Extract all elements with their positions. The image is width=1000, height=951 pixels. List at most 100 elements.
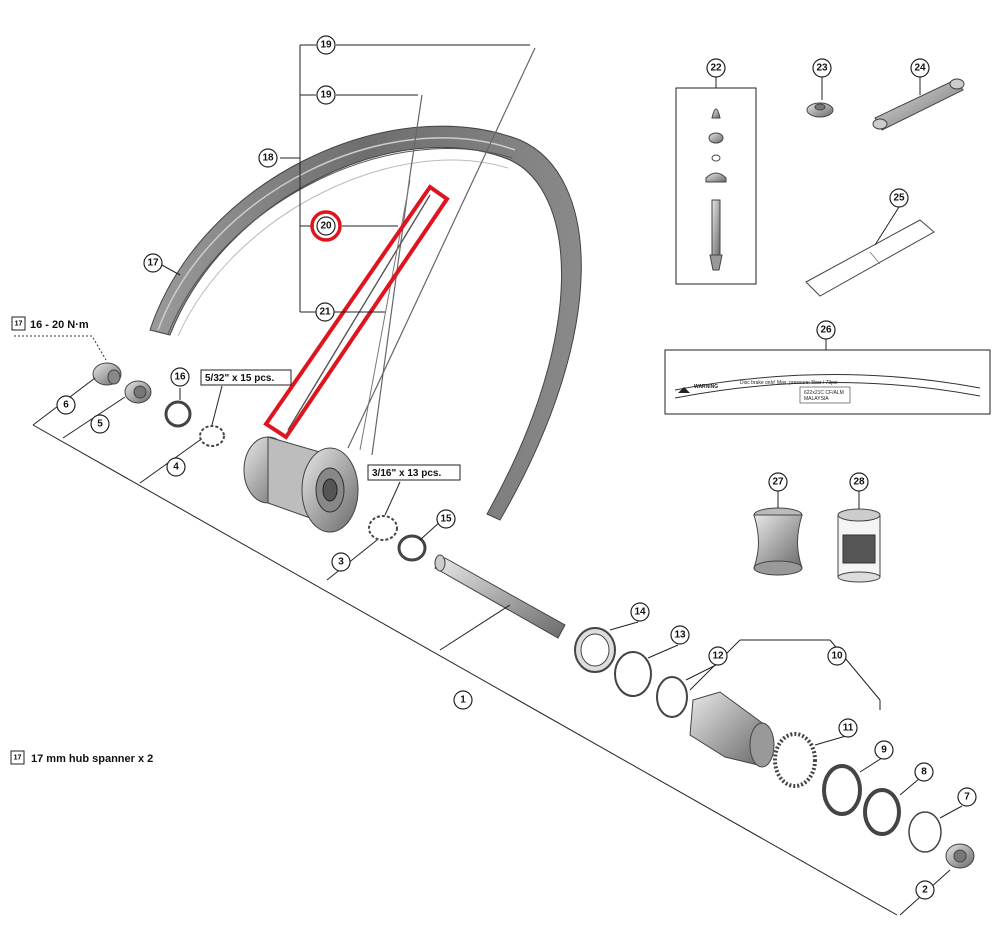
- svg-text:5/32" x 15 pcs.: 5/32" x 15 pcs.: [205, 373, 274, 384]
- tool-note: 17 17 mm hub spanner x 2: [10, 750, 153, 765]
- svg-text:9: 9: [881, 745, 887, 756]
- callout-16: 16: [170, 367, 190, 387]
- seal-15: [397, 534, 427, 562]
- callout-2: 2: [915, 880, 935, 900]
- ring-9: [822, 764, 862, 816]
- svg-text:22: 22: [710, 63, 722, 74]
- assembly-baselines: [32, 377, 951, 916]
- svg-text:3: 3: [338, 557, 344, 568]
- svg-text:26: 26: [820, 325, 832, 336]
- svg-text:14: 14: [634, 607, 646, 618]
- rim-tape-25: [805, 219, 935, 297]
- svg-text:4: 4: [173, 462, 179, 473]
- svg-text:25: 25: [893, 193, 905, 204]
- callout-14: 14: [630, 602, 650, 622]
- torque-leader: [14, 335, 107, 361]
- accessory-leaders: [715, 77, 921, 509]
- hub-shell: [243, 436, 359, 533]
- callout-25: 25: [889, 188, 909, 208]
- ball-retainer-small: [199, 425, 225, 447]
- callout-17: 17: [143, 253, 163, 273]
- torque-wrench-icon: 17: [11, 316, 26, 331]
- svg-text:7: 7: [964, 792, 970, 803]
- axle: [434, 554, 566, 639]
- callout-12: 12: [708, 646, 728, 666]
- ball-retainer-large: [368, 515, 398, 541]
- bushing-27: [753, 507, 803, 576]
- svg-text:12: 12: [712, 651, 724, 662]
- svg-text:6: 6: [63, 400, 69, 411]
- svg-text:10: 10: [831, 651, 843, 662]
- sticker-code-1: 622x21C CF/ALM: [804, 390, 844, 396]
- end-cap-2: [945, 843, 975, 869]
- callout-6: 6: [56, 395, 76, 415]
- svg-text:23: 23: [816, 63, 828, 74]
- callout-24: 24: [910, 58, 930, 78]
- cone-5: [124, 380, 152, 404]
- callout-9: 9: [874, 740, 894, 760]
- valve-nut-23: [806, 102, 834, 118]
- callout-22: 22: [706, 58, 726, 78]
- sticker-code-2: MALAYSIA: [804, 396, 829, 402]
- leader-lines: [159, 44, 963, 819]
- ring-7: [908, 811, 942, 853]
- svg-text:20: 20: [320, 221, 332, 232]
- svg-text:11: 11: [843, 723, 854, 734]
- washer-16: [164, 400, 192, 428]
- callout-4: 4: [166, 457, 186, 477]
- svg-text:21: 21: [319, 307, 331, 318]
- small-balls-label: 5/32" x 15 pcs.: [200, 369, 292, 386]
- svg-text:16 - 20 N·m: 16 - 20 N·m: [30, 319, 89, 331]
- ratchet-ring-11: [773, 732, 817, 788]
- svg-text:17: 17: [15, 321, 23, 328]
- callout-27: 27: [768, 472, 788, 492]
- svg-text:17: 17: [147, 258, 159, 269]
- svg-text:19: 19: [320, 40, 332, 51]
- sticker-code-box: [799, 386, 851, 404]
- svg-text:17 mm hub spanner x 2: 17 mm hub spanner x 2: [31, 753, 153, 765]
- ring-8: [863, 788, 901, 836]
- callout-26: 26: [816, 320, 836, 340]
- callout-23: 23: [812, 58, 832, 78]
- freehub-body-10: [689, 691, 775, 768]
- valve-kit: [675, 87, 757, 285]
- callout-11: 11: [838, 718, 858, 738]
- callout-28: 28: [849, 472, 869, 492]
- svg-text:24: 24: [914, 63, 926, 74]
- callout-10: 10: [827, 646, 847, 666]
- ring-13: [614, 651, 652, 697]
- callout-20: 20: [316, 216, 336, 236]
- callout-20-highlight-ring: [310, 210, 342, 242]
- svg-text:13: 13: [674, 630, 686, 641]
- callout-19-top: 19: [316, 35, 336, 55]
- large-balls-label: 3/16" x 13 pcs.: [367, 464, 461, 481]
- spoke-tool-24: [872, 78, 965, 131]
- callout-7: 7: [957, 787, 977, 807]
- grease-jar-28: [837, 508, 881, 583]
- sticker-text: Disc brake only! Max. pressure: 5bar / 7…: [740, 380, 838, 386]
- callout-19: 19: [316, 85, 336, 105]
- callout-3: 3: [331, 552, 351, 572]
- callout-15: 15: [436, 509, 456, 529]
- svg-text:5: 5: [97, 419, 103, 430]
- rim-sticker-box: [664, 349, 991, 415]
- spoke-20-highlight-box: [263, 184, 450, 440]
- svg-text:3/16" x 13 pcs.: 3/16" x 13 pcs.: [372, 468, 441, 479]
- svg-text:28: 28: [853, 477, 865, 488]
- svg-text:8: 8: [921, 767, 927, 778]
- callout-21: 21: [315, 302, 335, 322]
- svg-text:1: 1: [460, 695, 466, 706]
- callout-18: 18: [258, 148, 278, 168]
- sticker-warning: WARNING: [694, 384, 718, 390]
- hub-spanner-icon: 17: [10, 750, 25, 765]
- ring-14: [574, 627, 616, 673]
- svg-text:27: 27: [772, 477, 784, 488]
- torque-note: 17 16 - 20 N·m: [11, 316, 89, 331]
- callout-1: 1: [453, 690, 473, 710]
- callout-13: 13: [670, 625, 690, 645]
- svg-text:18: 18: [262, 153, 274, 164]
- svg-text:15: 15: [440, 514, 452, 525]
- svg-text:2: 2: [922, 885, 928, 896]
